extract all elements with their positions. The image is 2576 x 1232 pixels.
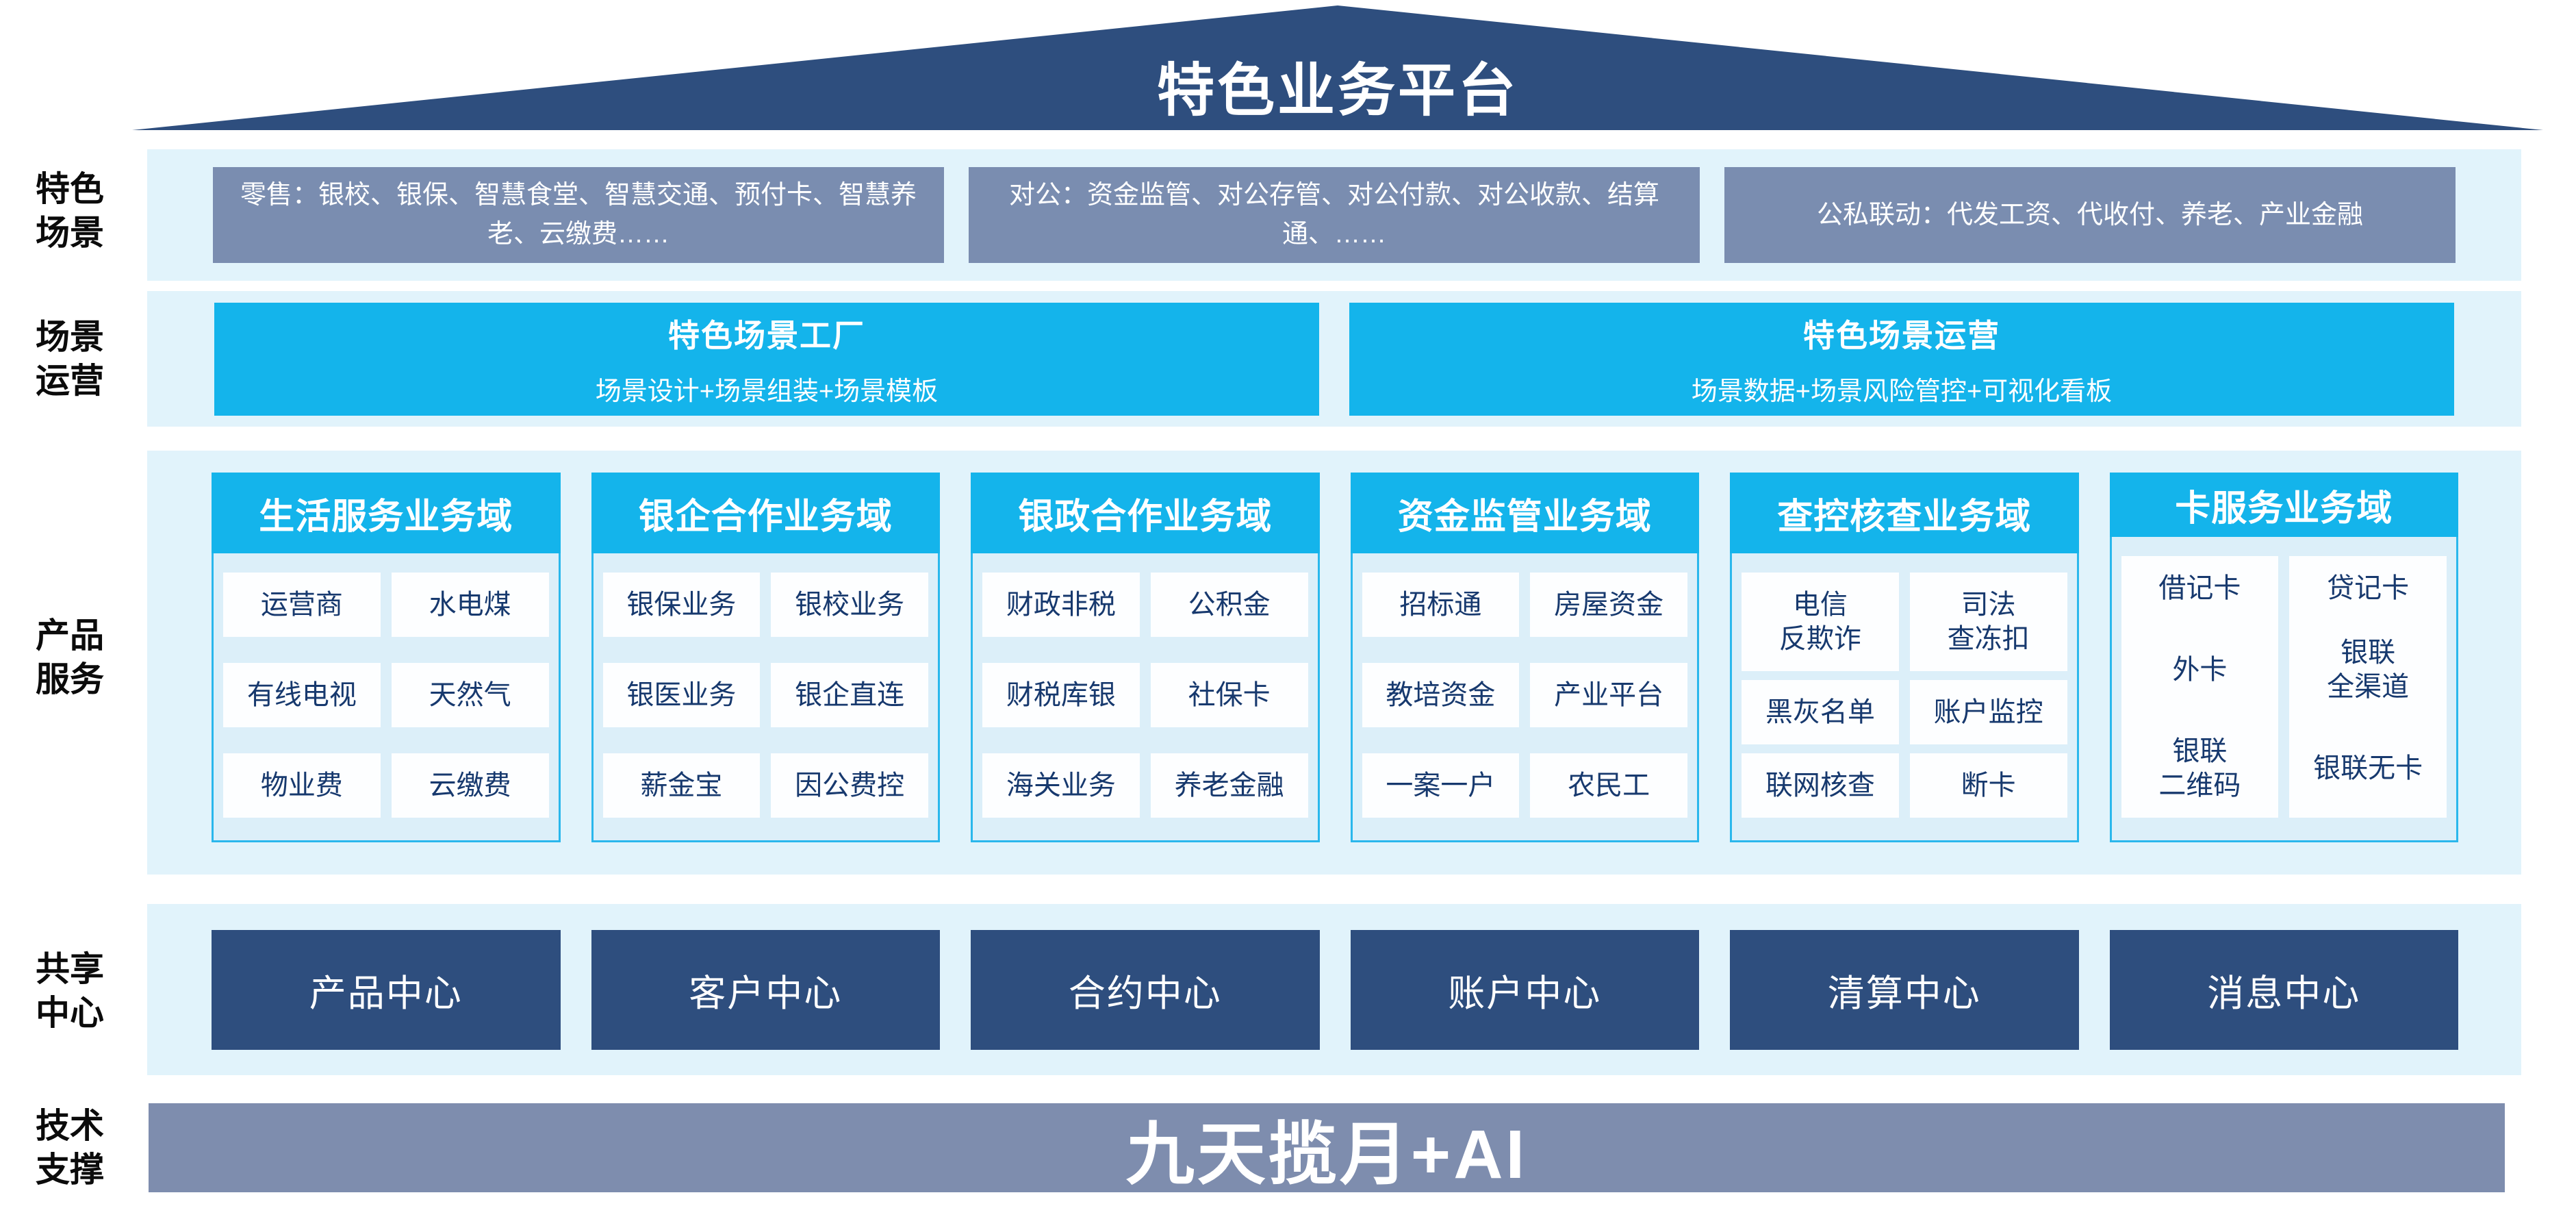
product-cell: 贷记卡 — [2289, 556, 2447, 620]
products-band: 生活服务业务域 运营商 水电煤 有线电视 天然气 物业费 云缴费 银企合作业务域… — [147, 451, 2521, 875]
scenes-band: 零售：银校、银保、智慧食堂、智慧交通、预付卡、智慧养老、云缴费…… 对公：资金监… — [147, 149, 2521, 281]
platform-title: 特色业务平台 — [1156, 58, 1518, 123]
product-cell: 云缴费 — [391, 753, 549, 818]
op-box-scene-factory: 特色场景工厂 场景设计+场景组装+场景模板 — [214, 302, 1319, 416]
product-cell: 房屋资金 — [1530, 573, 1687, 637]
center-box-account: 账户中心 — [1350, 929, 1699, 1050]
row-label-centers: 共享 中心 — [36, 950, 104, 1032]
product-cell: 银企直连 — [771, 663, 928, 727]
domain-header: 银企合作业务域 — [591, 473, 940, 553]
domain-panel-bank-government: 银政合作业务域 财政非税 公积金 财税库银 社保卡 海关业务 养老金融 — [971, 473, 1320, 842]
product-cell: 银联 全渠道 — [2289, 620, 2447, 719]
product-cell: 借记卡 — [2121, 556, 2279, 620]
op-box-subtitle: 场景数据+场景风险管控+可视化看板 — [1691, 377, 2113, 406]
product-cell: 财政非税 — [982, 573, 1140, 637]
product-cell: 运营商 — [223, 573, 381, 637]
product-cell: 教培资金 — [1362, 663, 1520, 727]
scene-box-corporate: 对公：资金监管、对公存管、对公付款、对公收款、结算通、…… — [969, 167, 1700, 263]
product-cell: 物业费 — [223, 753, 381, 818]
domain-header: 银政合作业务域 — [971, 473, 1320, 553]
product-cell: 有线电视 — [223, 663, 381, 727]
platform-roof-banner: 特色业务平台 — [132, 5, 2543, 130]
product-cell: 外卡 — [2121, 620, 2279, 719]
domain-header: 资金监管业务域 — [1350, 473, 1699, 553]
product-cell: 财税库银 — [982, 663, 1140, 727]
center-box-product: 产品中心 — [212, 929, 561, 1050]
product-cell: 司法 查冻扣 — [1909, 573, 2067, 671]
center-box-message: 消息中心 — [2109, 929, 2458, 1050]
product-cell: 账户监控 — [1909, 680, 2067, 744]
domain-body: 借记卡 贷记卡 外卡 银联 全渠道 银联 二维码 银联无卡 — [2109, 537, 2458, 842]
domain-panel-fund-supervision: 资金监管业务域 招标通 房屋资金 教培资金 产业平台 一案一户 农民工 — [1350, 473, 1699, 842]
product-cell: 联网核查 — [1742, 753, 1899, 818]
product-cell: 银保业务 — [602, 573, 761, 637]
domain-body: 银保业务 银校业务 银医业务 银企直连 薪金宝 因公费控 — [591, 553, 940, 842]
scene-box-retail: 零售：银校、银保、智慧食堂、智慧交通、预付卡、智慧养老、云缴费…… — [213, 167, 944, 263]
product-cell: 银联无卡 — [2289, 719, 2447, 818]
domain-body: 电信 反欺诈 司法 查冻扣 黑灰名单 账户监控 联网核查 断卡 — [1730, 553, 2079, 842]
product-cell: 电信 反欺诈 — [1742, 573, 1899, 671]
domain-panel-card-services: 卡服务业务域 借记卡 贷记卡 外卡 银联 全渠道 银联 二维码 银联无卡 — [2109, 473, 2458, 842]
centers-band: 产品中心 客户中心 合约中心 账户中心 清算中心 消息中心 — [147, 904, 2521, 1075]
product-cell: 银校业务 — [771, 573, 928, 637]
product-cell: 银联 二维码 — [2121, 719, 2279, 818]
scene-box-public-private: 公私联动：代发工资、代收付、养老、产业金融 — [1724, 167, 2456, 263]
product-cell: 天然气 — [391, 663, 549, 727]
product-cell: 水电煤 — [391, 573, 549, 637]
row-label-tech: 技术 支撑 — [36, 1107, 104, 1189]
product-cell: 社保卡 — [1150, 663, 1308, 727]
product-cell: 农民工 — [1530, 753, 1687, 818]
row-label-products: 产品 服务 — [36, 616, 104, 699]
product-cell: 薪金宝 — [602, 753, 761, 818]
domain-body: 财政非税 公积金 财税库银 社保卡 海关业务 养老金融 — [971, 553, 1320, 842]
product-cell: 断卡 — [1909, 753, 2067, 818]
product-cell: 海关业务 — [982, 753, 1140, 818]
product-cell: 银医业务 — [602, 663, 761, 727]
tech-support-bar: 九天揽月+AI — [149, 1103, 2505, 1193]
op-box-title: 特色场景工厂 — [668, 317, 865, 353]
row-label-scenes: 特色 场景 — [36, 170, 104, 252]
product-cell: 黑灰名单 — [1742, 680, 1899, 744]
domain-body: 运营商 水电煤 有线电视 天然气 物业费 云缴费 — [212, 553, 561, 842]
product-cell: 公积金 — [1150, 573, 1308, 637]
op-box-subtitle: 场景设计+场景组装+场景模板 — [595, 377, 939, 406]
product-cell: 养老金融 — [1150, 753, 1308, 818]
product-cell: 因公费控 — [771, 753, 928, 818]
center-box-customer: 客户中心 — [591, 929, 940, 1050]
center-box-clearing: 清算中心 — [1730, 929, 2079, 1050]
domain-panel-life-services: 生活服务业务域 运营商 水电煤 有线电视 天然气 物业费 云缴费 — [212, 473, 561, 842]
domain-body: 招标通 房屋资金 教培资金 产业平台 一案一户 农民工 — [1350, 553, 1699, 842]
domain-panel-bank-enterprise: 银企合作业务域 银保业务 银校业务 银医业务 银企直连 薪金宝 因公费控 — [591, 473, 940, 842]
domain-header: 卡服务业务域 — [2109, 473, 2458, 537]
row-label-operations: 场景 运营 — [36, 318, 104, 400]
product-cell: 招标通 — [1362, 573, 1520, 637]
center-box-contract: 合约中心 — [971, 929, 1320, 1050]
operations-band: 特色场景工厂 场景设计+场景组装+场景模板 特色场景运营 场景数据+场景风险管控… — [147, 291, 2521, 427]
op-box-scene-operation: 特色场景运营 场景数据+场景风险管控+可视化看板 — [1349, 302, 2454, 416]
product-cell: 产业平台 — [1530, 663, 1687, 727]
domain-panel-inspection: 查控核查业务域 电信 反欺诈 司法 查冻扣 黑灰名单 账户监控 联网核查 断卡 — [1730, 473, 2079, 842]
op-box-title: 特色场景运营 — [1803, 317, 2000, 353]
domain-header: 生活服务业务域 — [212, 473, 561, 553]
tech-bar-label: 九天揽月+AI — [1125, 1116, 1528, 1193]
domain-header: 查控核查业务域 — [1730, 473, 2079, 553]
product-cell: 一案一户 — [1362, 753, 1520, 818]
